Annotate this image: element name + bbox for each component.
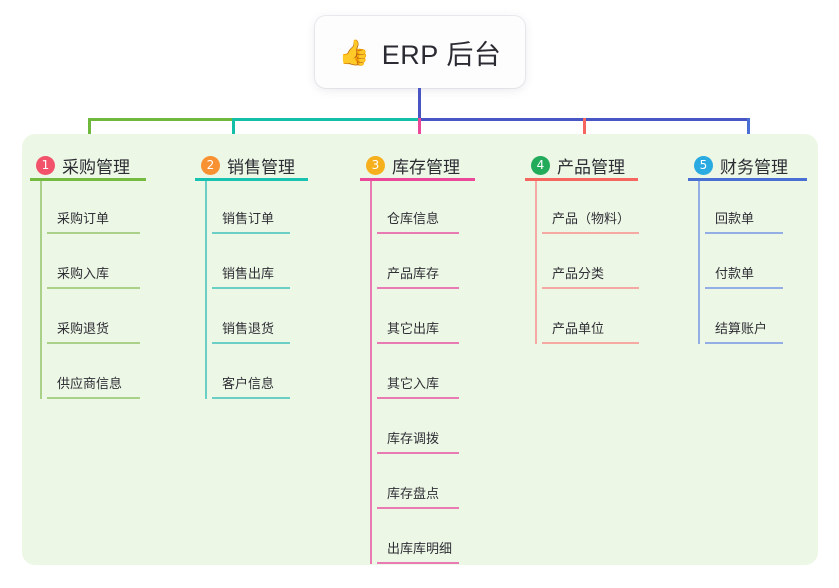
leaf-rule: [377, 287, 459, 289]
column-heading-3[interactable]: 3 库存管理: [360, 152, 460, 178]
leaf-label: 供应商信息: [57, 376, 123, 391]
leaf-node[interactable]: 产品单位: [542, 314, 639, 344]
root-node[interactable]: 👍 ERP 后台: [315, 16, 525, 88]
leaf-node[interactable]: 销售出库: [212, 259, 290, 289]
leaf-node[interactable]: 产品分类: [542, 259, 639, 289]
leaf-rule: [705, 232, 783, 234]
column-heading-4[interactable]: 4 产品管理: [525, 152, 625, 178]
leaf-node[interactable]: 采购退货: [47, 314, 140, 344]
leaf-label: 库存盘点: [387, 486, 440, 501]
leaf-rule: [212, 232, 290, 234]
leaf-label: 出库库明细: [387, 541, 453, 556]
leaf-label: 仓库信息: [387, 211, 440, 226]
leaf-label: 产品单位: [552, 321, 605, 336]
column-number-badge: 2: [201, 155, 220, 175]
thumbs-up-icon: 👍: [338, 38, 370, 67]
column-title: 销售管理: [227, 157, 295, 177]
leaf-node[interactable]: 付款单: [705, 259, 783, 289]
leaf-rule: [542, 342, 639, 344]
column-spine: [40, 181, 42, 399]
column-heading-2[interactable]: 2 销售管理: [195, 152, 295, 178]
leaf-rule: [47, 397, 140, 399]
leaf-label: 销售退货: [222, 321, 275, 336]
leaf-rule: [377, 507, 459, 509]
leaf-rule: [212, 397, 290, 399]
connector-bus-green: [88, 118, 235, 121]
leaf-rule: [377, 232, 459, 234]
column-spine: [535, 181, 537, 344]
column-title: 采购管理: [62, 157, 130, 177]
leaf-rule: [47, 232, 140, 234]
leaf-rule: [705, 342, 783, 344]
leaf-rule: [47, 287, 140, 289]
column-title: 库存管理: [392, 157, 460, 177]
leaf-label: 产品分类: [552, 266, 605, 281]
leaf-rule: [542, 232, 639, 234]
leaf-label: 产品（物料）: [552, 211, 631, 226]
leaf-node[interactable]: 供应商信息: [47, 369, 140, 399]
leaf-rule: [377, 452, 459, 454]
leaf-label: 销售出库: [222, 266, 275, 281]
leaf-rule: [705, 287, 783, 289]
leaf-label: 产品库存: [387, 266, 440, 281]
branch-panel: [22, 134, 818, 565]
column-number-badge: 3: [366, 155, 385, 175]
leaf-label: 回款单: [715, 211, 755, 226]
leaf-label: 采购退货: [57, 321, 110, 336]
root-title: ERP 后台: [381, 39, 502, 70]
connector-bus-teal: [232, 118, 421, 121]
leaf-node[interactable]: 产品库存: [377, 259, 459, 289]
column-spine: [205, 181, 207, 399]
leaf-node[interactable]: 库存盘点: [377, 479, 459, 509]
leaf-node[interactable]: 出库库明细: [377, 534, 459, 564]
leaf-node[interactable]: 结算账户: [705, 314, 783, 344]
column-heading-rule: [688, 178, 807, 181]
column-title: 财务管理: [720, 157, 788, 177]
leaf-node[interactable]: 采购订单: [47, 204, 140, 234]
leaf-node[interactable]: 库存调拨: [377, 424, 459, 454]
leaf-node[interactable]: 仓库信息: [377, 204, 459, 234]
column-number-badge: 1: [36, 155, 55, 175]
column-heading-rule: [195, 178, 308, 181]
leaf-label: 其它出库: [387, 321, 440, 336]
leaf-rule: [377, 397, 459, 399]
column-heading-5[interactable]: 5 财务管理: [688, 152, 788, 178]
leaf-rule: [212, 342, 290, 344]
leaf-node[interactable]: 采购入库: [47, 259, 140, 289]
connector-trunk: [418, 88, 421, 121]
root-node-content: 👍 ERP 后台: [339, 33, 502, 72]
column-spine: [370, 181, 372, 564]
column-number-badge: 4: [531, 155, 550, 175]
leaf-node[interactable]: 其它入库: [377, 369, 459, 399]
leaf-label: 其它入库: [387, 376, 440, 391]
leaf-label: 库存调拨: [387, 431, 440, 446]
leaf-rule: [377, 342, 459, 344]
leaf-label: 销售订单: [222, 211, 275, 226]
leaf-rule: [47, 342, 140, 344]
leaf-label: 采购订单: [57, 211, 110, 226]
leaf-rule: [542, 287, 639, 289]
leaf-rule: [212, 287, 290, 289]
leaf-node[interactable]: 产品（物料）: [542, 204, 639, 234]
leaf-node[interactable]: 销售退货: [212, 314, 290, 344]
column-heading-rule: [525, 178, 638, 181]
leaf-node[interactable]: 销售订单: [212, 204, 290, 234]
leaf-node[interactable]: 回款单: [705, 204, 783, 234]
column-number-badge: 5: [694, 155, 713, 175]
leaf-label: 付款单: [715, 266, 755, 281]
column-heading-rule: [30, 178, 146, 181]
column-heading-rule: [360, 178, 475, 181]
leaf-node[interactable]: 其它出库: [377, 314, 459, 344]
leaf-label: 客户信息: [222, 376, 275, 391]
leaf-label: 采购入库: [57, 266, 110, 281]
column-title: 产品管理: [557, 157, 625, 177]
column-heading-1[interactable]: 1 采购管理: [30, 152, 130, 178]
leaf-rule: [377, 562, 459, 564]
leaf-node[interactable]: 客户信息: [212, 369, 290, 399]
column-spine: [698, 181, 700, 344]
leaf-label: 结算账户: [715, 321, 768, 336]
